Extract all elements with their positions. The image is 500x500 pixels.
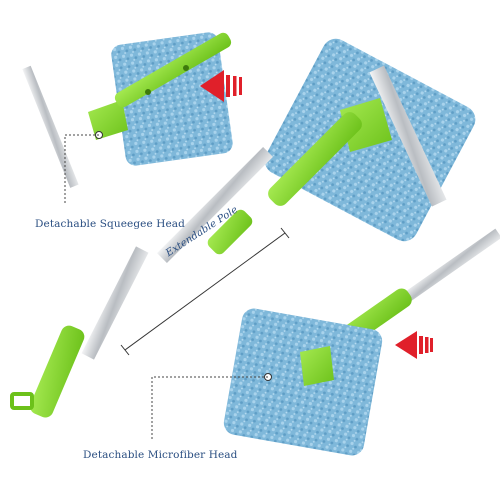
squeegee-blade-large (369, 65, 447, 207)
microfiber-pad-medium (223, 308, 383, 456)
head-mount (340, 98, 392, 152)
extendable-pole-metal (157, 147, 273, 263)
extendable-pole-lower (81, 246, 149, 360)
pole-dimension-line (120, 227, 290, 356)
microfiber-callout-line (151, 373, 272, 440)
squeegee-blade (22, 65, 79, 188)
handle-rivet (145, 89, 151, 95)
squeegee-head-label: Detachable Squeegee Head (35, 218, 185, 230)
hanging-loop (10, 392, 34, 410)
red-arrow-icon (200, 70, 242, 102)
squeegee-head-detached (22, 32, 233, 188)
pole-collar (207, 209, 253, 255)
pad-mount (300, 346, 334, 386)
microfiber-pad-small (111, 32, 233, 166)
pole-segment (388, 228, 500, 313)
microfiber-head-label: Detachable Microfiber Head (83, 449, 238, 461)
handle-stub (114, 32, 232, 108)
squeegee-mount (88, 100, 128, 140)
grip-handle (30, 325, 85, 418)
assembled-tool (10, 38, 476, 418)
red-arrow-icon (395, 331, 433, 359)
handle-rivet (183, 65, 189, 71)
microfiber-head-detached (223, 228, 500, 456)
squeegee-callout-line (64, 131, 103, 205)
handle-green (268, 112, 362, 206)
